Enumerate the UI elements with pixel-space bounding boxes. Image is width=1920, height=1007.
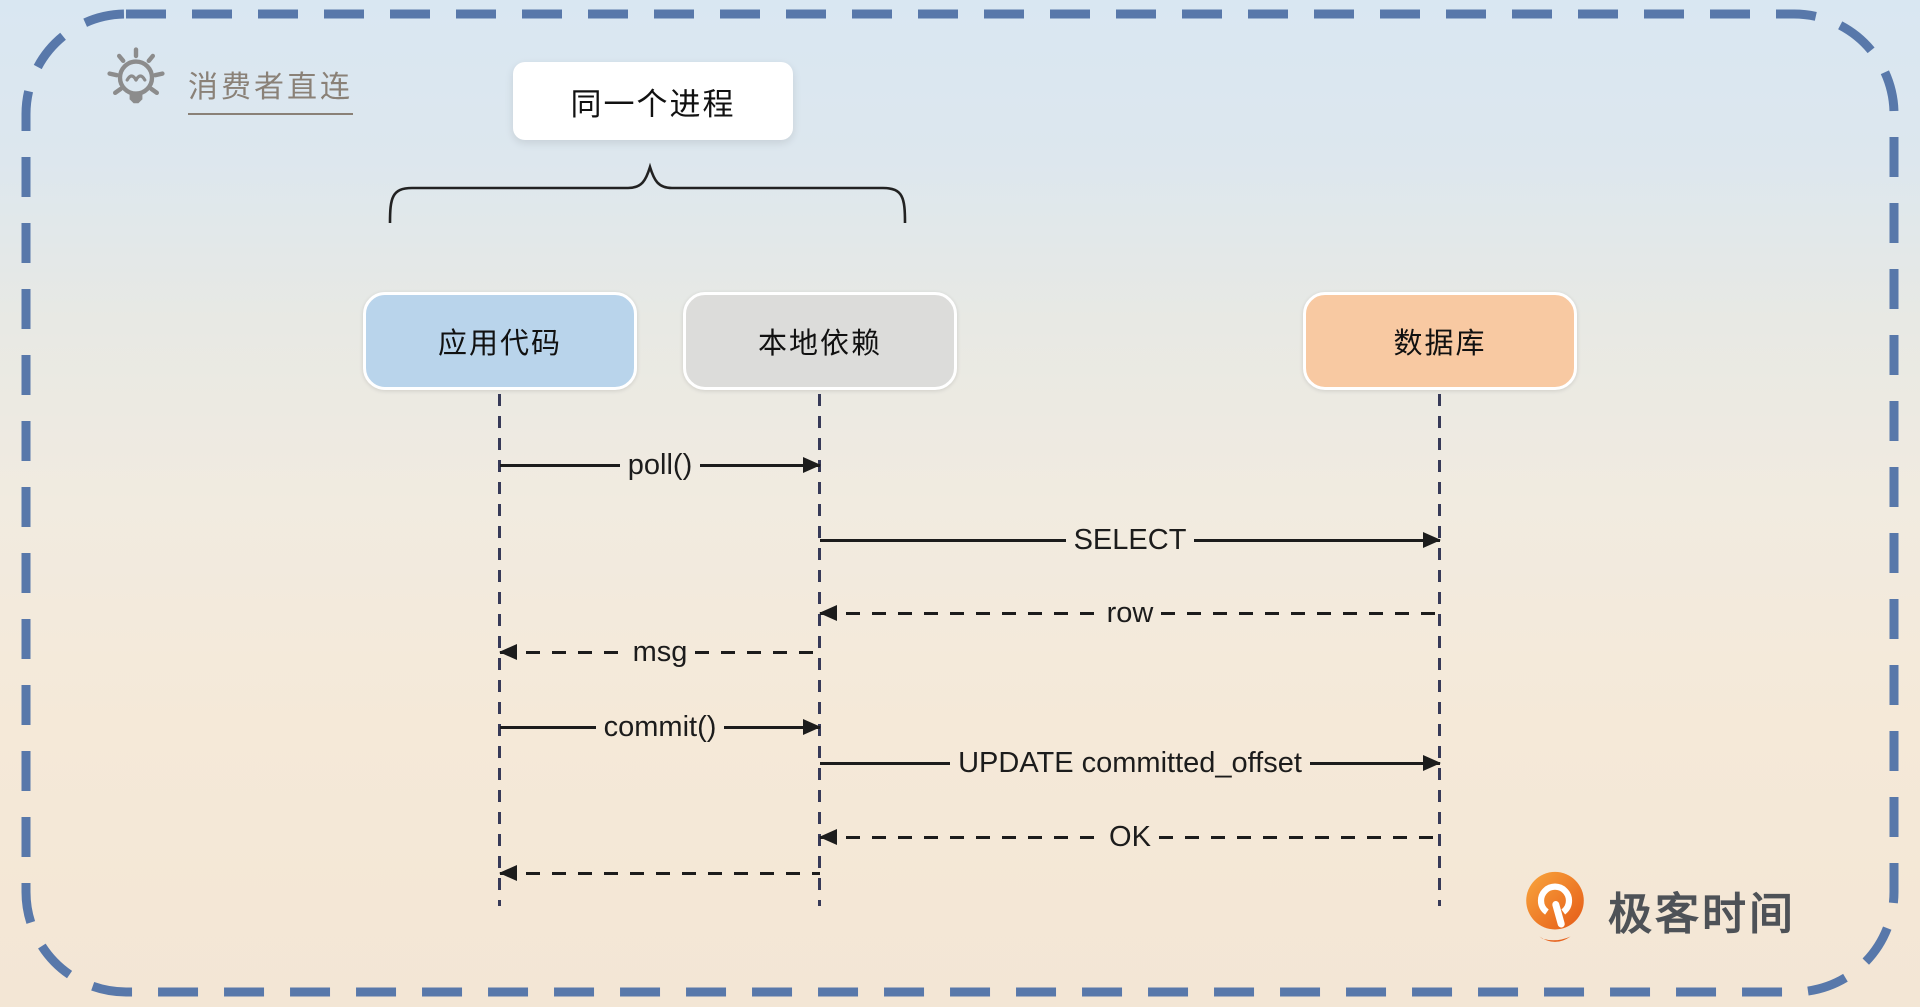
message-line [1161,611,1441,615]
arrowhead-icon [499,644,517,660]
arrowhead-icon [1423,532,1441,548]
arrowhead-icon [803,457,821,473]
actor-box-app-code: 应用代码 [363,292,637,390]
message-arrow-poll(): poll() [500,445,821,485]
arrowhead-icon [819,829,837,845]
brand-logo: 极客时间 [1516,868,1796,952]
message-line [695,650,821,654]
header: 消费者直连 [96,44,353,124]
arrowhead-icon [499,865,517,881]
message-label: SELECT [1073,524,1187,556]
message-label: msg [632,636,688,668]
message-arrow-SELECT: SELECT [820,520,1441,560]
message-arrow-OK: OK [819,817,1440,857]
message-line [1309,761,1441,765]
message-label: OK [1109,821,1151,853]
process-group-label: 同一个进程 [570,86,736,122]
message-line [500,463,620,467]
message-line [500,871,820,875]
message-label: commit() [603,711,717,743]
message-arrow-row: row [819,593,1441,633]
message-line [700,463,820,467]
message-label: poll() [627,449,693,481]
message-label: UPDATE committed_offset [958,747,1302,779]
message-line [820,538,1066,542]
message-line [1158,835,1440,839]
actor-box-database: 数据库 [1303,292,1577,390]
arrowhead-icon [803,719,821,735]
actor-label: 本地依赖 [757,328,882,360]
actor-label: 应用代码 [437,328,562,360]
message-arrow-commit(): commit() [500,707,821,747]
message-line [820,835,1102,839]
message-arrow-msg: msg [499,632,821,672]
message-arrow-return [499,853,820,893]
message-label: row [1106,597,1154,629]
geektime-logo-icon [1526,871,1584,942]
process-group-box: 同一个进程 [513,62,793,140]
lifeline-database [1438,394,1441,906]
lightbulb-icon [107,47,165,104]
arrowhead-icon [1423,755,1441,771]
message-line [820,611,1099,615]
message-line [820,761,951,765]
diagram-title: 消费者直连 [188,62,353,115]
lifeline-local-dependency [818,394,821,906]
message-line [1194,538,1441,542]
actor-box-local-dependency: 本地依赖 [683,292,957,390]
message-line [500,650,625,654]
message-line [724,725,821,729]
arrowhead-icon [819,605,837,621]
actor-label: 数据库 [1393,328,1487,360]
message-line [500,725,596,729]
geektime-logo-text: 极客时间 [1608,890,1796,939]
message-arrow-UPDATE committed_offset: UPDATE committed_offset [820,743,1441,783]
